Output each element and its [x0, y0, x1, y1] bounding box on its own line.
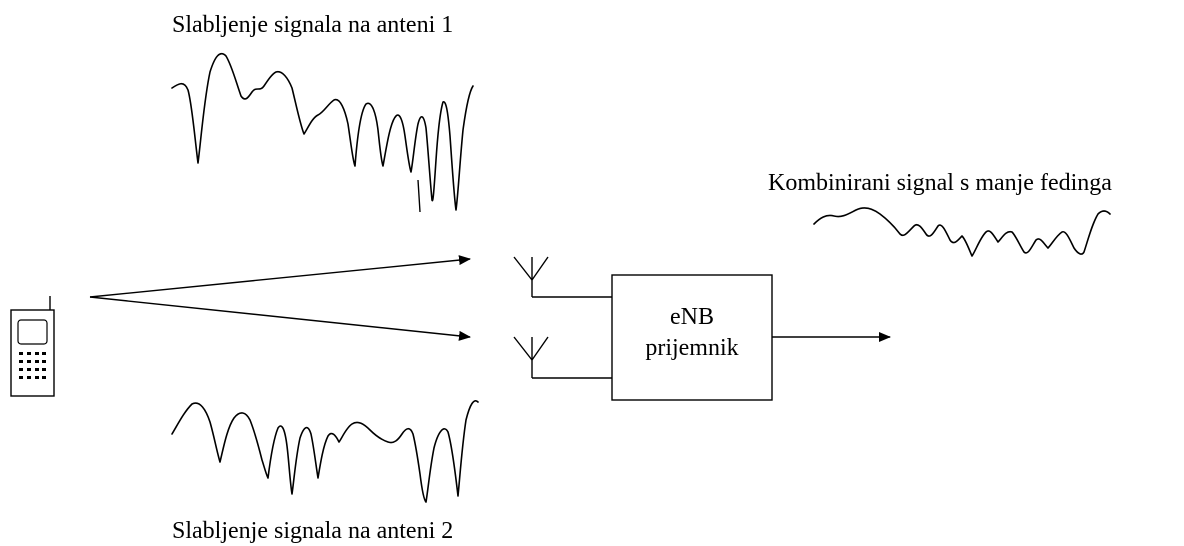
antenna1-fading-waveform — [171, 52, 474, 211]
antenna-1-icon — [513, 256, 549, 297]
antenna-2-icon — [513, 336, 549, 378]
combined-signal-waveform — [813, 207, 1111, 257]
propagation-path-1 — [89, 255, 471, 298]
antenna1-fading-deep-null-1 — [417, 179, 421, 213]
propagation-path-2 — [89, 296, 471, 341]
antenna1-fading-label: Slabljenje signala na anteni 1 — [172, 12, 453, 38]
receiver-label-line2: prijemnik — [645, 335, 738, 361]
antenna2-fading-waveform — [171, 400, 479, 503]
mobile-phone-icon — [10, 296, 55, 397]
antenna2-fading-label: Slabljenje signala na anteni 2 — [172, 518, 453, 544]
receiver-label-line1: eNB — [670, 304, 714, 330]
combined-signal-label: Kombinirani signal s manje fedinga — [768, 170, 1112, 196]
